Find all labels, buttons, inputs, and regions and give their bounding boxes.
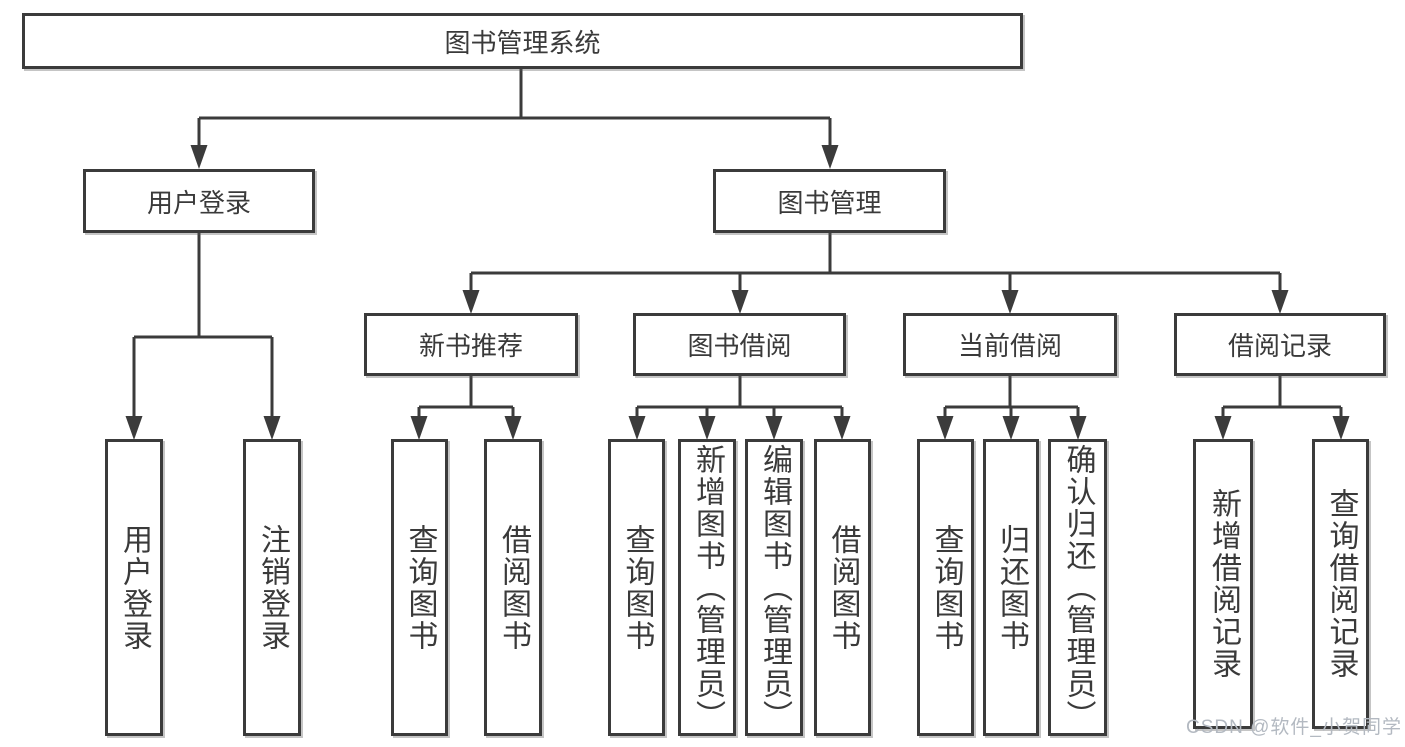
- watermark: CSDN @软件_小贺同学: [1186, 717, 1402, 738]
- leaf-label: 查询图书: [929, 523, 963, 652]
- arrow-down-icon: [190, 145, 208, 169]
- arrow-down-icon: [833, 416, 851, 440]
- leaf-logout: 注销登录: [243, 439, 301, 736]
- leaf-add-books-admin: 新增图书（管理员）: [678, 439, 736, 736]
- leaf-query-books: 查询图书: [391, 439, 448, 736]
- arrow-down-icon: [462, 290, 480, 314]
- node-current-borrow: 当前借阅: [903, 313, 1117, 376]
- leaf-label: 借阅图书: [826, 523, 860, 652]
- arrow-down-icon: [1002, 416, 1020, 440]
- leaf-label: 新增借阅记录: [1207, 488, 1240, 680]
- connector-borrowrecords-to-leaves: [1214, 376, 1350, 440]
- arrow-down-icon: [821, 145, 839, 169]
- node-borrow-records: 借阅记录: [1174, 313, 1386, 376]
- arrow-down-icon: [936, 416, 954, 440]
- node-new-book-recommend: 新书推荐: [364, 313, 578, 376]
- node-label: 借阅记录: [1227, 331, 1332, 361]
- leaf-return-books: 归还图书: [983, 439, 1039, 736]
- connector-newbooks-to-leaves: [410, 376, 522, 440]
- connector-userlogin-to-leaves: [125, 233, 281, 440]
- leaf-label: 新增图书（管理员）: [691, 443, 724, 732]
- leaf-query-books: 查询图书: [917, 439, 974, 736]
- arrow-down-icon: [765, 416, 783, 440]
- connector-currentborrow-to-leaves: [936, 376, 1087, 440]
- arrow-down-icon: [1332, 416, 1350, 440]
- node-book-management: 图书管理: [713, 169, 946, 233]
- arrow-down-icon: [125, 416, 143, 440]
- leaf-edit-books-admin: 编辑图书（管理员）: [745, 439, 803, 736]
- leaf-add-borrow-record: 新增借阅记录: [1193, 439, 1253, 729]
- arrow-down-icon: [1214, 416, 1232, 440]
- arrow-down-icon: [1271, 290, 1289, 314]
- node-library-management-system: 图书管理系统: [22, 13, 1023, 69]
- node-book-borrow: 图书借阅: [633, 313, 846, 376]
- connector-root-to-level2: [190, 69, 839, 169]
- leaf-borrow-books: 借阅图书: [814, 439, 871, 736]
- node-label: 图书借阅: [687, 331, 792, 361]
- node-label: 新书推荐: [418, 331, 523, 361]
- arrow-down-icon: [504, 416, 522, 440]
- node-label: 图书管理系统: [444, 27, 601, 58]
- leaf-confirm-return-admin: 确认归还（管理员）: [1048, 439, 1107, 736]
- node-label: 当前借阅: [957, 331, 1062, 361]
- leaf-label: 查询图书: [620, 523, 654, 652]
- leaf-query-borrow-record: 查询借阅记录: [1312, 439, 1369, 729]
- arrow-down-icon: [410, 416, 428, 440]
- leaf-label: 用户登录: [118, 523, 151, 652]
- connector-bookborrow-to-leaves: [628, 376, 851, 440]
- node-user-login: 用户登录: [83, 169, 315, 233]
- node-label: 用户登录: [146, 187, 251, 218]
- arrow-down-icon: [263, 416, 281, 440]
- connector-bookmgmt-to-level3: [462, 233, 1289, 314]
- arrow-down-icon: [698, 416, 716, 440]
- leaf-borrow-books: 借阅图书: [484, 439, 542, 736]
- leaf-query-books: 查询图书: [608, 439, 665, 736]
- leaf-label: 注销登录: [256, 523, 289, 652]
- leaf-label: 查询图书: [403, 523, 437, 652]
- arrow-down-icon: [731, 290, 749, 314]
- leaf-label: 查询借阅记录: [1324, 488, 1358, 680]
- leaf-label: 归还图书: [995, 523, 1028, 652]
- arrow-down-icon: [628, 416, 646, 440]
- leaf-user-login: 用户登录: [105, 439, 163, 736]
- arrow-down-icon: [1001, 290, 1019, 314]
- leaf-label: 编辑图书（管理员）: [758, 443, 791, 732]
- node-label: 图书管理: [777, 187, 882, 218]
- leaf-label: 借阅图书: [497, 523, 530, 652]
- leaf-label: 确认归还（管理员）: [1061, 443, 1095, 732]
- arrow-down-icon: [1069, 416, 1087, 440]
